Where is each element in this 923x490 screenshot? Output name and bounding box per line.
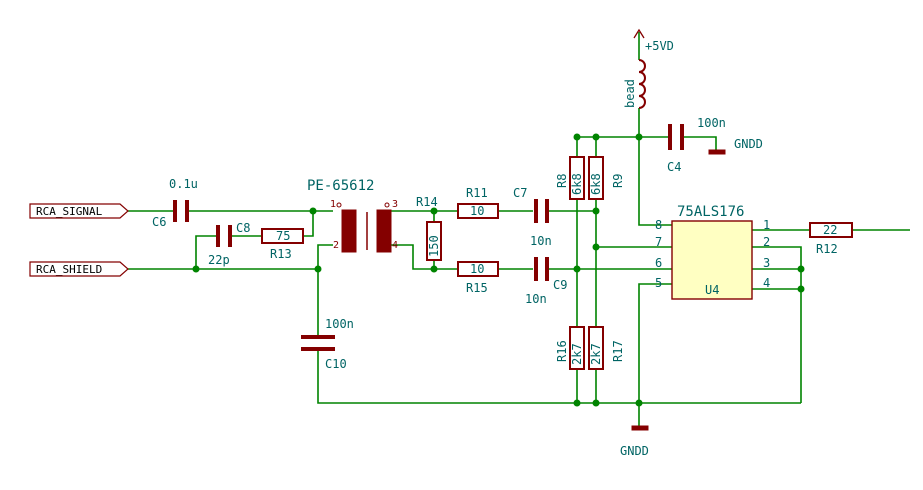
- bead-label: bead: [623, 79, 637, 108]
- junction: [573, 265, 581, 273]
- c7-ref: C7: [513, 186, 527, 200]
- r15-value: 10: [470, 262, 484, 276]
- resistor-r16: 2k7 R16: [555, 326, 585, 370]
- resistor-r15: 10 R15: [457, 261, 499, 295]
- resistor-r17: 2k7 R17: [588, 326, 625, 370]
- c4-value: 100n: [697, 116, 726, 130]
- junction: [592, 207, 600, 215]
- pin-label: 8: [655, 218, 662, 232]
- resistor-r13: 75 R13: [261, 228, 304, 261]
- gnd-bottom-label: GNDD: [620, 444, 649, 458]
- port-rca-shield: RCA_SHIELD: [29, 261, 129, 277]
- pin-label: 6: [655, 256, 662, 270]
- ic-u4: 75ALS176 U4 8 7 6 5 1 2 3 4: [655, 204, 770, 300]
- transformer-value: PE-65612: [307, 178, 374, 194]
- capacitor-c4: 100n C4: [667, 116, 726, 174]
- capacitor-c10: 100n C10: [301, 317, 354, 371]
- junction: [309, 207, 317, 215]
- junction: [430, 265, 438, 273]
- junction: [797, 285, 805, 293]
- pin-label: 7: [655, 235, 662, 249]
- junction: [430, 207, 438, 215]
- r17-value: 2k7: [589, 343, 603, 365]
- gnd-top-label: GNDD: [734, 137, 763, 151]
- capacitor-c6: 0.1u C6: [152, 177, 198, 229]
- c6-value: 0.1u: [169, 177, 198, 191]
- junction: [797, 265, 805, 273]
- junction: [592, 243, 600, 251]
- pin-label: 4: [763, 276, 770, 290]
- pin-label: 3: [763, 256, 770, 270]
- pin-label: 2: [763, 235, 770, 249]
- capacitor-c9: C9 10n: [525, 257, 567, 306]
- junctions: [192, 133, 805, 407]
- r8-ref: R8: [555, 174, 569, 188]
- c10-ref: C10: [325, 357, 347, 371]
- junction: [635, 133, 643, 141]
- wires: [128, 32, 910, 426]
- pin-label: 3: [392, 199, 398, 210]
- resistor-r9: 6k8 R9: [588, 156, 625, 200]
- resistor-r14: R14 150: [416, 195, 442, 261]
- c4-ref: C4: [667, 160, 681, 174]
- port-label: RCA_SIGNAL: [36, 205, 103, 218]
- r9-value: 6k8: [589, 173, 603, 195]
- r8-value: 6k8: [570, 173, 584, 195]
- resistor-r12: 22 R12: [809, 222, 853, 256]
- junction: [314, 265, 322, 273]
- r14-ref: R14: [416, 195, 438, 209]
- r11-value: 10: [470, 204, 484, 218]
- r16-ref: R16: [555, 340, 569, 362]
- r17-ref: R17: [611, 340, 625, 362]
- ground-symbol-bottom: GNDD: [620, 425, 649, 458]
- u4-ref: U4: [705, 283, 719, 297]
- ground-symbol-top: GNDD: [708, 137, 763, 155]
- pin-label: 1: [330, 199, 336, 210]
- capacitor-c7: C7 10n: [513, 186, 552, 248]
- c9-value: 10n: [525, 292, 547, 306]
- c8-ref: C8: [236, 221, 250, 235]
- c6-ref: C6: [152, 215, 166, 229]
- port-label: RCA_SHIELD: [36, 263, 102, 276]
- c8-value: 22p: [208, 253, 230, 267]
- resistor-r11: R11 10: [457, 186, 499, 219]
- capacitor-c8: C8 22p: [208, 221, 250, 267]
- r11-ref: R11: [466, 186, 488, 200]
- u4-value: 75ALS176: [677, 204, 744, 220]
- pin-label: 1: [763, 218, 770, 232]
- r12-ref: R12: [816, 242, 838, 256]
- port-rca-signal: RCA_SIGNAL: [29, 203, 129, 219]
- pin-label: 2: [333, 240, 339, 251]
- junction: [573, 133, 581, 141]
- transformer-pe65612: PE-65612 1 2 3 4: [307, 178, 398, 253]
- c9-ref: C9: [553, 278, 567, 292]
- ferrite-bead: bead: [623, 59, 646, 109]
- pin-label: 5: [655, 276, 662, 290]
- junction: [592, 133, 600, 141]
- power-vcc-symbol: +5VD: [633, 28, 674, 53]
- r13-ref: R13: [270, 247, 292, 261]
- c7-value: 10n: [530, 234, 552, 248]
- junction: [192, 265, 200, 273]
- r14-value: 150: [427, 235, 441, 257]
- junction: [573, 399, 581, 407]
- r15-ref: R15: [466, 281, 488, 295]
- r16-value: 2k7: [570, 343, 584, 365]
- c10-value: 100n: [325, 317, 354, 331]
- r12-value: 22: [823, 223, 837, 237]
- r9-ref: R9: [611, 174, 625, 188]
- pin-label: 4: [392, 240, 398, 251]
- vcc-label: +5VD: [645, 39, 674, 53]
- junction: [592, 399, 600, 407]
- junction: [635, 399, 643, 407]
- r13-value: 75: [276, 229, 290, 243]
- resistor-r8: 6k8 R8: [555, 156, 585, 200]
